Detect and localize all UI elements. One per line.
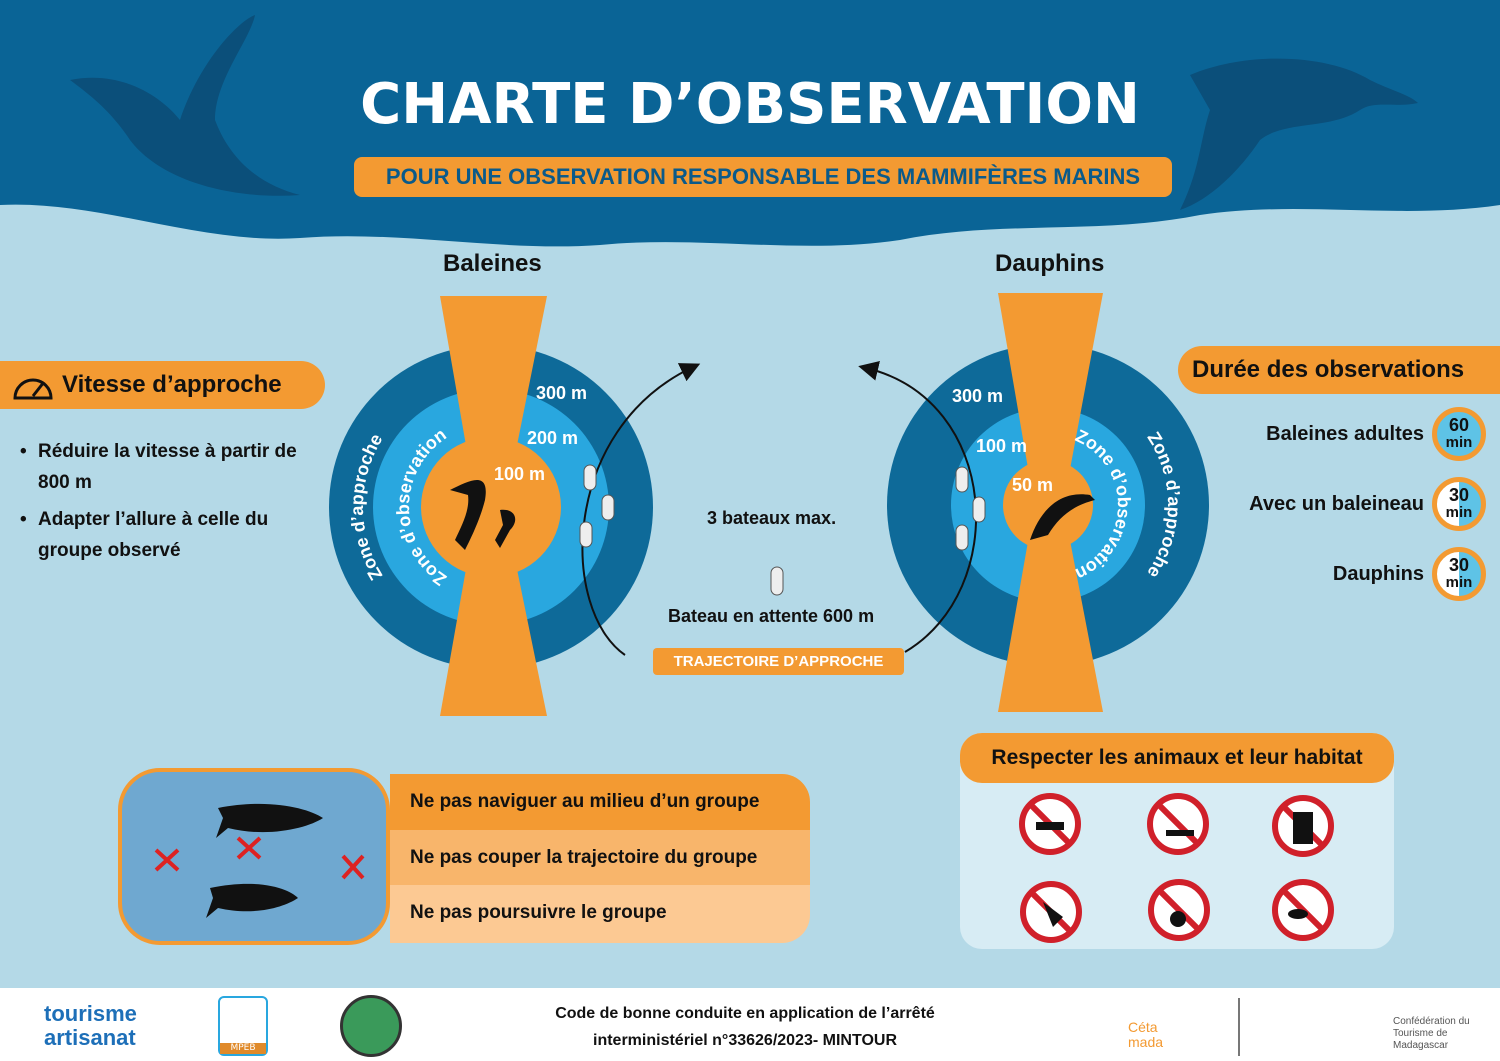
- boats-max-label: 3 bateaux max.: [707, 508, 837, 528]
- distance-label: 50 m: [1012, 475, 1053, 495]
- whale-icon: [450, 480, 486, 550]
- whale-icon: [216, 803, 323, 838]
- vitesse-item: Réduire la vitesse à partir de 800 m: [20, 436, 320, 498]
- zones-diagram: Zone d’approche Zone d’observation Zone …: [329, 293, 1209, 716]
- duree-label: Baleines adultes: [1266, 423, 1424, 445]
- confederation-logo: Confédération du Tourisme de Madagascar: [1393, 1016, 1470, 1051]
- vitesse-heading: Vitesse d’approche: [0, 361, 325, 409]
- waiting-boat-label: Bateau en attente 600 m: [668, 606, 875, 626]
- dauphins-zones: [887, 293, 1209, 712]
- rule-item: Ne pas naviguer au milieu d’un groupe: [390, 774, 810, 830]
- rule-item: Ne pas poursuivre le groupe: [390, 885, 810, 943]
- cross-icon: [154, 836, 365, 880]
- tourisme-logo: tourisme artisanat: [44, 1001, 137, 1050]
- code-text: Code de bonne conduite en application de…: [555, 1005, 935, 1049]
- respect-heading: Respecter les animaux et leur habitat: [960, 733, 1394, 783]
- distance-label: 300 m: [952, 386, 1003, 406]
- trajectory-label: TRAJECTOIRE D’APPROCHE: [653, 648, 904, 675]
- ministry-environment-logo: [340, 995, 402, 1057]
- rule-item: Ne pas couper la trajectoire du groupe: [390, 830, 810, 885]
- duree-label: Dauphins: [1332, 563, 1424, 585]
- boat-icons: [579, 464, 986, 596]
- distance-label: 200 m: [527, 428, 578, 448]
- dauphins-title: Dauphins: [995, 250, 1105, 277]
- calf-icon: [495, 509, 516, 548]
- dolphin-silhouette: [1180, 58, 1418, 211]
- baleines-title: Baleines: [443, 250, 542, 277]
- distance-label: 100 m: [494, 464, 545, 484]
- distance-label: 100 m: [976, 436, 1027, 456]
- baleines-zones: [329, 296, 653, 716]
- rules-illustration: [118, 768, 390, 945]
- cetamada-logo: Céta mada: [1128, 1019, 1164, 1050]
- vitesse-item: Adapter l’allure à celle du groupe obser…: [20, 504, 320, 566]
- duree-label: Avec un baleineau: [1249, 493, 1424, 515]
- whale-shark-project-logo: [1238, 998, 1288, 1056]
- whale-silhouette: [70, 15, 300, 196]
- no-jetski-icon: [1147, 793, 1209, 855]
- no-littering-icon: [1148, 879, 1210, 941]
- distance-label: 300 m: [536, 383, 587, 403]
- prohibition-icons: [1019, 793, 1334, 943]
- speedometer-icon: [13, 378, 53, 400]
- trajectory-arc-left: [581, 363, 701, 656]
- vitesse-list: Réduire la vitesse à partir de 800 m Ada…: [20, 436, 320, 572]
- duree-heading: Durée des observations: [1178, 346, 1500, 394]
- whale-icon: [206, 883, 298, 918]
- mpeb-logo: MPEB: [218, 996, 268, 1056]
- page-title: CHARTE D’OBSERVATION: [360, 72, 1140, 137]
- page-subtitle: POUR UNE OBSERVATION RESPONSABLE DES MAM…: [354, 157, 1172, 197]
- dolphin-icon: [1030, 494, 1095, 540]
